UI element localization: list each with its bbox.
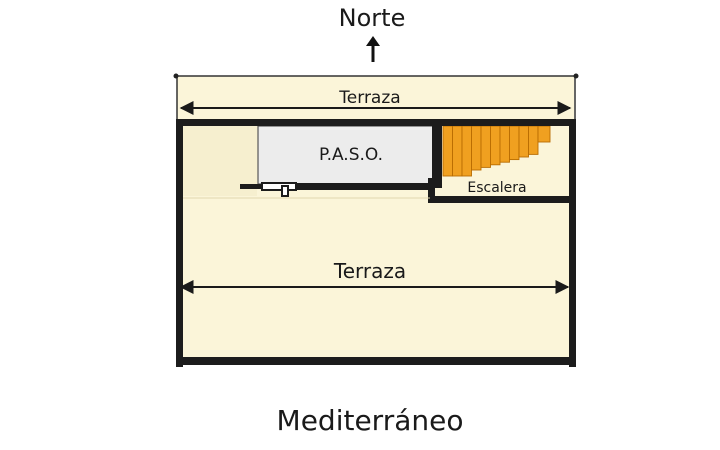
north-arrow-icon	[366, 36, 380, 62]
paso-label: P.A.S.O.	[319, 145, 383, 165]
stair-tread	[461, 125, 472, 177]
stair-landing	[537, 125, 551, 143]
door-opening	[261, 182, 297, 191]
stair-tread	[480, 125, 491, 168]
stair-tread	[452, 125, 463, 177]
terrace-top-label: Terraza	[338, 88, 400, 108]
north-label: Norte	[338, 4, 406, 32]
staircase	[442, 125, 551, 177]
mediterranean-label: Mediterráneo	[276, 404, 464, 437]
stair-tread	[442, 125, 453, 177]
walls	[176, 119, 576, 367]
stair-tread	[471, 125, 482, 171]
stairs-label: Escalera	[467, 180, 526, 196]
stair-tread	[499, 125, 510, 163]
stair-tread	[528, 125, 539, 155]
paso-room	[257, 125, 435, 185]
terrace-main-label: Terraza	[333, 259, 406, 283]
stair-tread	[490, 125, 501, 166]
stair-tread	[518, 125, 529, 158]
stair-tread	[509, 125, 520, 161]
